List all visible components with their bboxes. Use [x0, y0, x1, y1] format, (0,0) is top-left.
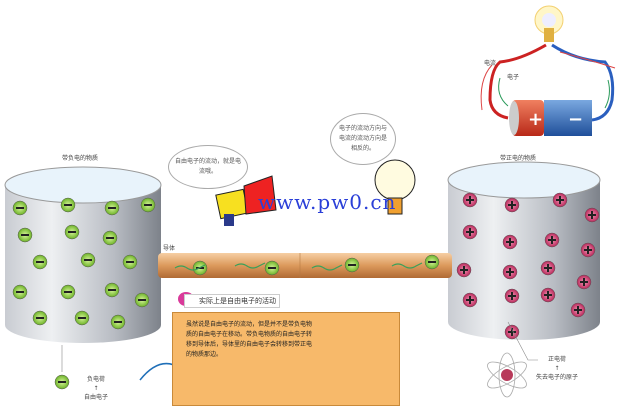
- negative-charge-icon: [54, 374, 70, 390]
- positive-charge-icon: [552, 192, 568, 208]
- negative-charge-icon: [122, 254, 138, 270]
- speech-bubble-right: 电子的流动方向与电流的流动方向是相反的。: [330, 113, 396, 165]
- negative-charge-icon: [104, 200, 120, 216]
- positive-charge-icon: [502, 264, 518, 280]
- positive-charge-icon: [462, 224, 478, 240]
- watermark: www.pw0.cn: [258, 190, 397, 214]
- negative-charge-icon: [80, 252, 96, 268]
- info-tag: 实际上是自由电子的活动: [184, 294, 280, 308]
- positive-charge-icon: [462, 292, 478, 308]
- conductor-rod: [158, 253, 452, 278]
- megaphone-character: [215, 175, 277, 226]
- positive-body: [447, 161, 601, 340]
- negative-charge-icon: [110, 314, 126, 330]
- negative-charge-icon: [60, 284, 76, 300]
- negative-charge-icon: [32, 254, 48, 270]
- positive-charge-icon: [580, 242, 596, 258]
- caption-top: 负电荷: [87, 376, 106, 383]
- negative-charge-icon: [102, 230, 118, 246]
- negative-charge-icon: [424, 254, 440, 270]
- bulb-character: [374, 159, 416, 215]
- caption-arrow: ↑: [554, 365, 560, 372]
- circuit-illustration: + −: [480, 5, 616, 136]
- positive-charge-icon: [462, 192, 478, 208]
- positive-charge-icon: [570, 302, 586, 318]
- svg-text:+: +: [528, 109, 543, 130]
- positive-charge-icon: [576, 274, 592, 290]
- caption-bottom: 自由电子: [84, 394, 109, 401]
- negative-charge-icon: [12, 284, 28, 300]
- negative-charge-icon: [17, 227, 33, 243]
- positive-charge-icon: [504, 288, 520, 304]
- positive-charge-icon: [504, 197, 520, 213]
- caption-arrow: ↑: [93, 385, 99, 392]
- info-text: 虽然说是自由电子的流动，但是并不是带负电物质的自由电子在移动。带负电物质的自由电…: [186, 321, 313, 358]
- negative-charge-icon: [74, 310, 90, 326]
- negative-charge-icon: [32, 310, 48, 326]
- caption-top: 正电荷: [548, 356, 567, 363]
- current-label: 电流: [484, 60, 497, 67]
- negative-charge-icon: [60, 197, 76, 213]
- conductor-label: 导体: [163, 245, 176, 252]
- negative-charge-icon: [344, 257, 360, 273]
- positive-charge-icon: [456, 262, 472, 278]
- caption-bottom: 失去电子的原子: [536, 374, 579, 381]
- svg-text:−: −: [568, 109, 583, 130]
- speech-bubble-left: 自由电子的流动，就是电流哦。: [168, 145, 248, 189]
- atom-icon: [487, 352, 527, 398]
- negative-charge-icon: [104, 282, 120, 298]
- positive-charge-icon: [540, 260, 556, 276]
- positive-caption: 正电荷 ↑ 失去电子的原子: [536, 355, 578, 382]
- negative-body-title: 带负电的物质: [62, 155, 99, 162]
- positive-charge-icon: [544, 232, 560, 248]
- negative-charge-icon: [64, 224, 80, 240]
- info-box: [172, 312, 400, 406]
- electron-label: 电子: [507, 74, 520, 81]
- flow-arrows: [61, 262, 538, 372]
- positive-charge-icon: [504, 324, 520, 340]
- positive-charge-icon: [540, 287, 556, 303]
- positive-charge-icon: [584, 207, 600, 223]
- positive-body-title: 带正电的物质: [500, 155, 537, 162]
- negative-caption: 负电荷 ↑ 自由电子: [84, 375, 108, 402]
- negative-charge-icon: [134, 292, 150, 308]
- negative-charge-icon: [264, 260, 280, 276]
- negative-charge-icon: [140, 197, 156, 213]
- negative-charge-icon: [12, 200, 28, 216]
- positive-charge-icon: [502, 234, 518, 250]
